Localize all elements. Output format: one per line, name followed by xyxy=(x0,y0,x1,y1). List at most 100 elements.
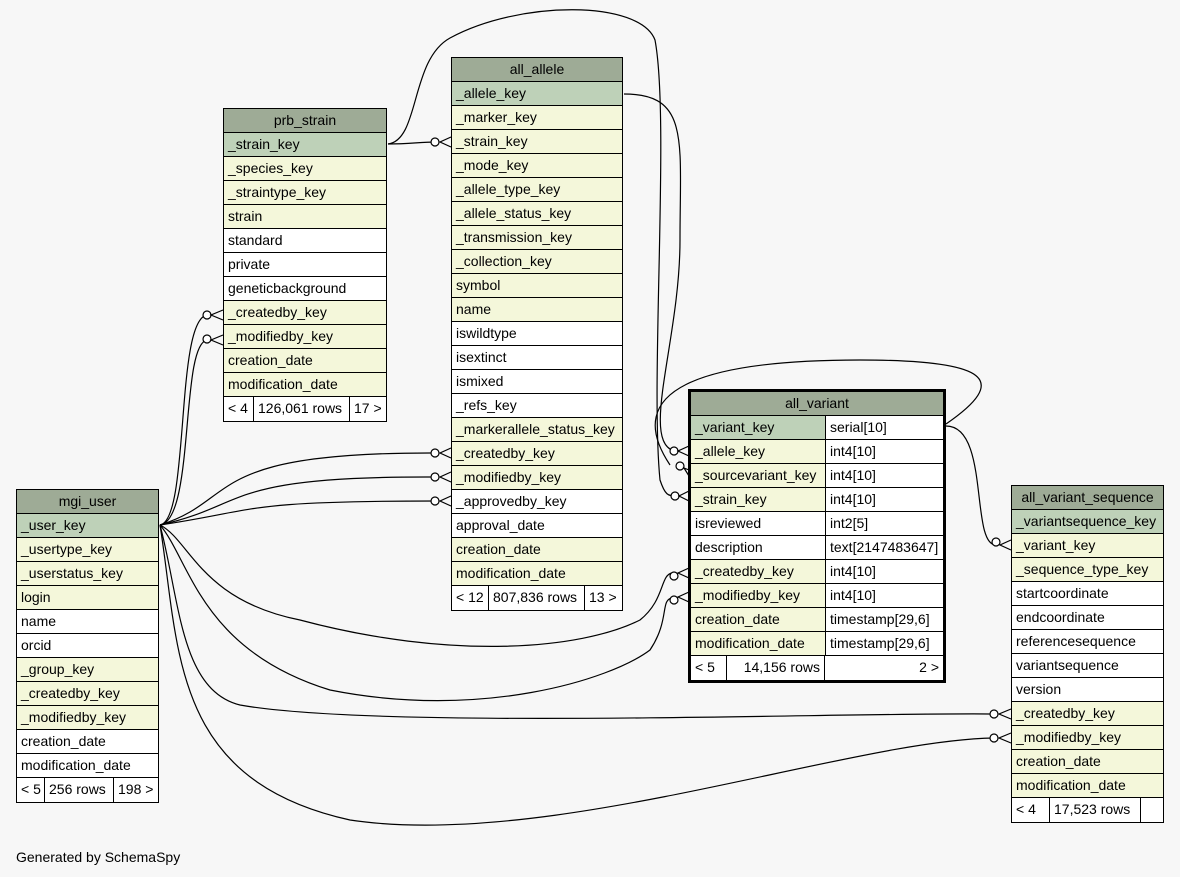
column-marker-key[interactable]: _marker_key xyxy=(452,106,622,130)
column-creation-date[interactable]: creation_date xyxy=(1012,750,1163,774)
children-link[interactable]: 198 > xyxy=(118,781,154,797)
column-type: int2[5] xyxy=(825,512,943,535)
column-name[interactable]: name xyxy=(17,610,158,634)
column-name[interactable]: name xyxy=(452,298,622,322)
column-refs-key[interactable]: _refs_key xyxy=(452,394,622,418)
optional-marker xyxy=(430,472,440,482)
column-strain[interactable]: strain xyxy=(224,205,386,229)
column-modification-date[interactable]: modification_date xyxy=(224,373,386,397)
table-header[interactable]: mgi_user xyxy=(17,490,158,514)
children-link[interactable]: 17 > xyxy=(354,400,382,416)
column-createdby-key[interactable]: _createdby_key xyxy=(452,442,622,466)
column-modifiedby-key[interactable]: _modifiedby_key xyxy=(1012,726,1163,750)
column-modifiedby-key[interactable]: _modifiedby_key xyxy=(224,325,386,349)
edge-variant-sequence xyxy=(945,425,997,546)
column-creation-date[interactable]: creation_date xyxy=(17,730,158,754)
column-createdby-key[interactable]: _createdby_key xyxy=(1012,702,1163,726)
column-strain-key[interactable]: _strain_key xyxy=(224,133,386,157)
column-createdby-key[interactable]: _createdby_key xyxy=(17,682,158,706)
column-approvedby-key[interactable]: _approvedby_key xyxy=(452,490,622,514)
column-variant-key[interactable]: _variant_key xyxy=(1012,534,1163,558)
column-user-key[interactable]: _user_key xyxy=(17,514,158,538)
column-allele-status-key[interactable]: _allele_status_key xyxy=(452,202,622,226)
optional-marker xyxy=(669,595,679,605)
column-createdby-key[interactable]: _createdby_key xyxy=(224,301,386,325)
column-modification-date[interactable]: modification_date xyxy=(17,754,158,778)
column-login[interactable]: login xyxy=(17,586,158,610)
column-startcoordinate[interactable]: startcoordinate xyxy=(1012,582,1163,606)
column-modification-date[interactable]: modification_date xyxy=(452,562,622,586)
table-all-allele[interactable]: all_allele _allele_key _marker_key _stra… xyxy=(451,57,623,611)
column-allele-type-key[interactable]: _allele_type_key xyxy=(452,178,622,202)
column-collection-key[interactable]: _collection_key xyxy=(452,250,622,274)
table-header[interactable]: all_variant_sequence xyxy=(1012,486,1163,510)
parents-link[interactable]: < 5 xyxy=(17,778,45,802)
table-prb-strain[interactable]: prb_strain _strain_key _species_key _str… xyxy=(223,108,387,422)
column-endcoordinate[interactable]: endcoordinate xyxy=(1012,606,1163,630)
crowfoot-marker xyxy=(438,136,452,148)
column-mode-key[interactable]: _mode_key xyxy=(452,154,622,178)
table-header[interactable]: all_variant xyxy=(691,392,943,416)
optional-marker xyxy=(670,491,680,501)
column-name: description xyxy=(695,539,763,555)
column-type: serial[10] xyxy=(825,416,943,439)
column-name: _allele_key xyxy=(695,443,766,459)
column-creation-date[interactable]: creation_date xyxy=(224,349,386,373)
column-transmission-key[interactable]: _transmission_key xyxy=(452,226,622,250)
column-modifiedby-key[interactable]: _modifiedby_key xyxy=(452,466,622,490)
column-isextinct[interactable]: isextinct xyxy=(452,346,622,370)
column-modifiedby-key[interactable]: _modifiedby_key xyxy=(17,706,158,730)
column-version[interactable]: version xyxy=(1012,678,1163,702)
optional-marker xyxy=(669,571,679,581)
table-all-variant[interactable]: all_variant _variant_key serial[10] _alle… xyxy=(688,389,946,683)
column-geneticbackground[interactable]: geneticbackground xyxy=(224,277,386,301)
row-count: 807,836 rows xyxy=(489,586,585,610)
column-approval-date[interactable]: approval_date xyxy=(452,514,622,538)
column-straintype-key[interactable]: _straintype_key xyxy=(224,181,386,205)
column-iswildtype[interactable]: iswildtype xyxy=(452,322,622,346)
column-modification-date[interactable]: modification_date xyxy=(1012,774,1163,798)
column-userstatus-key[interactable]: _userstatus_key xyxy=(17,562,158,586)
column-allele-key[interactable]: _allele_key xyxy=(452,82,622,106)
parents-link[interactable]: < 5 xyxy=(691,656,727,680)
column-variantsequence-key[interactable]: _variantsequence_key xyxy=(1012,510,1163,534)
table-all-variant-sequence[interactable]: all_variant_sequence _variantsequence_ke… xyxy=(1011,485,1164,823)
column-sequence-type-key[interactable]: _sequence_type_key xyxy=(1012,558,1163,582)
crowfoot-marker xyxy=(209,309,224,321)
column-orcid[interactable]: orcid xyxy=(17,634,158,658)
table-header[interactable]: all_allele xyxy=(452,58,622,82)
children-link[interactable]: 2 > xyxy=(919,659,939,675)
table-mgi-user[interactable]: mgi_user _user_key _usertype_key _userst… xyxy=(16,489,159,803)
table-header[interactable]: prb_strain xyxy=(224,109,386,133)
parents-link[interactable]: < 12 xyxy=(452,586,489,610)
column-markerallele-status-key[interactable]: _markerallele_status_key xyxy=(452,418,622,442)
column-strain-key[interactable]: _strain_key xyxy=(452,130,622,154)
parents-link[interactable]: < 4 xyxy=(1012,798,1050,822)
optional-marker xyxy=(989,709,999,719)
children-link[interactable] xyxy=(1141,798,1163,822)
column-variantsequence[interactable]: variantsequence xyxy=(1012,654,1163,678)
column-group-key[interactable]: _group_key xyxy=(17,658,158,682)
column-creation-date[interactable]: creation_date xyxy=(452,538,622,562)
column-referencesequence[interactable]: referencesequence xyxy=(1012,630,1163,654)
column-variant-key[interactable]: _variant_key serial[10] xyxy=(691,416,943,440)
optional-marker xyxy=(202,310,212,320)
children-link[interactable]: 13 > xyxy=(589,589,617,605)
column-usertype-key[interactable]: _usertype_key xyxy=(17,538,158,562)
column-symbol[interactable]: symbol xyxy=(452,274,622,298)
column-private[interactable]: private xyxy=(224,253,386,277)
column-species-key[interactable]: _species_key xyxy=(224,157,386,181)
column-standard[interactable]: standard xyxy=(224,229,386,253)
column-name: _variant_key xyxy=(695,419,775,435)
column-ismixed[interactable]: ismixed xyxy=(452,370,622,394)
parents-link[interactable]: < 4 xyxy=(224,397,254,421)
